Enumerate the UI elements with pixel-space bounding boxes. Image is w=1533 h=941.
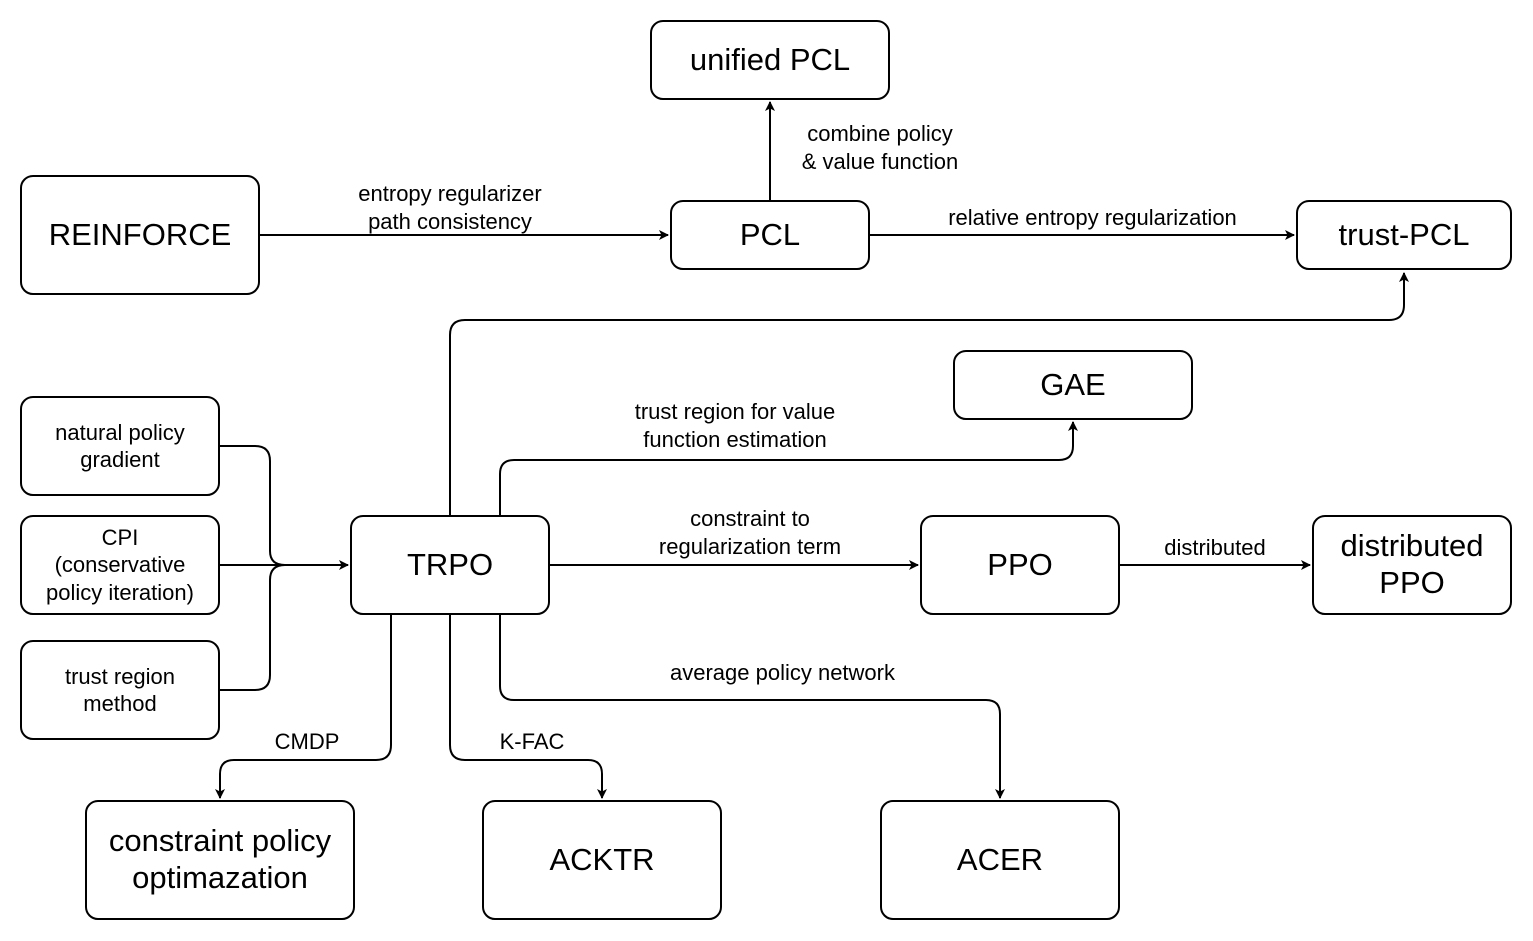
node-acktr: ACKTR <box>482 800 722 920</box>
node-pcl: PCL <box>670 200 870 270</box>
label-pcl-to-unified-pcl: combine policy & value function <box>801 121 959 174</box>
label-trpo-to-acer: average policy network <box>669 660 895 685</box>
edge-trpo-to-trust-pcl <box>449 272 1409 515</box>
node-trust-pcl: trust-PCL <box>1296 200 1512 270</box>
edge-trpo-to-acktr <box>449 615 607 799</box>
node-gae: GAE <box>953 350 1193 420</box>
node-trpo: TRPO <box>350 515 550 615</box>
edge-trpo-to-cpo <box>215 615 392 799</box>
label-trpo-to-cpo: CMDP <box>274 729 340 754</box>
label-ppo-to-distributed-ppo: distributed <box>1164 535 1266 560</box>
label-reinforce-to-pcl: entropy regularizer path consistency <box>358 181 542 234</box>
edge-natural-policy-gradient-to-trpo <box>220 445 286 566</box>
node-constraint-policy-optimization: constraint policy optimazation <box>85 800 355 920</box>
node-trust-region-method: trust region method <box>20 640 220 740</box>
node-reinforce: REINFORCE <box>20 175 260 295</box>
label-trpo-to-acktr: K-FAC <box>499 729 565 754</box>
edge-trust-region-method-to-trpo <box>220 564 286 691</box>
node-cpi: CPI (conservative policy iteration) <box>20 515 220 615</box>
label-pcl-to-trust-pcl: relative entropy regularization <box>948 205 1237 230</box>
node-ppo: PPO <box>920 515 1120 615</box>
label-trpo-to-gae: trust region for value function estimati… <box>634 399 836 452</box>
node-distributed-ppo: distributed PPO <box>1312 515 1512 615</box>
edge-trpo-to-acer <box>499 615 1005 799</box>
node-acer: ACER <box>880 800 1120 920</box>
edge-trpo-to-gae <box>499 421 1078 515</box>
node-unified-pcl: unified PCL <box>650 20 890 100</box>
node-natural-policy-gradient: natural policy gradient <box>20 396 220 496</box>
label-trpo-to-ppo: constraint to regularization term <box>658 506 842 559</box>
